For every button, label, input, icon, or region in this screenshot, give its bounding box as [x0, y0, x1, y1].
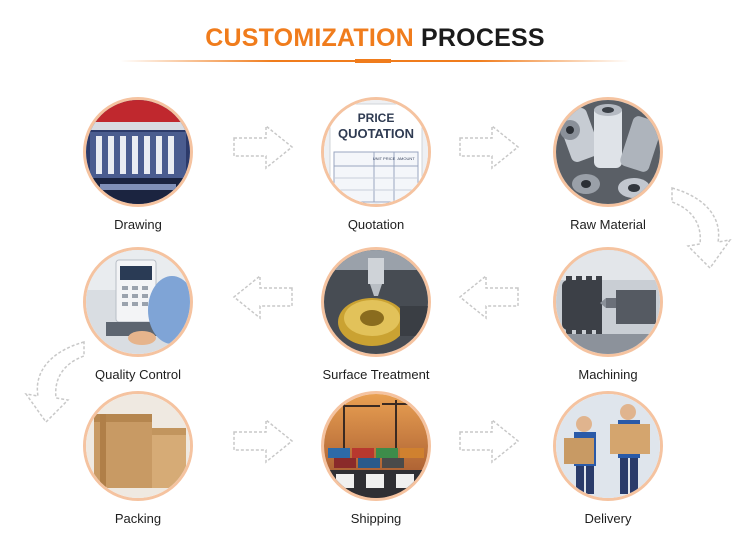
- step-label: Shipping: [350, 511, 402, 526]
- step-label: Raw Material: [570, 217, 646, 232]
- arrow-left-icon: [232, 274, 293, 320]
- machining-image: [553, 247, 663, 357]
- arrow-right-icon: [459, 124, 520, 170]
- step-label: Machining: [578, 367, 638, 382]
- step-surface-treatment: Surface Treatment: [306, 247, 446, 382]
- arrow-right-icon: [459, 418, 520, 464]
- page-title: CUSTOMIZATION PROCESS: [0, 24, 750, 53]
- step-label: Drawing: [114, 217, 162, 232]
- shipping-image: [321, 391, 431, 501]
- arrow-left-icon: [458, 274, 519, 320]
- quotation-col2: AMOUNT: [397, 156, 415, 161]
- curved-arrow-down-icon: [24, 341, 85, 424]
- title-rest: PROCESS: [421, 24, 545, 52]
- arrow-right-icon: [233, 418, 294, 464]
- raw-material-image: [553, 97, 663, 207]
- quotation-col1: UNIT PRICE: [373, 156, 396, 161]
- step-quotation: PRICE QUOTATION UNIT PRICE AMOUNT Quotat…: [306, 97, 446, 232]
- step-quality-control: Quality Control: [68, 247, 208, 382]
- step-drawing: Drawing: [68, 97, 208, 232]
- quotation-line2: QUOTATION: [338, 126, 414, 141]
- step-label: Quotation: [347, 217, 405, 232]
- step-label: Quality Control: [95, 367, 181, 382]
- title-accent: CUSTOMIZATION: [205, 24, 414, 52]
- delivery-image: [553, 391, 663, 501]
- quality-control-image: [83, 247, 193, 357]
- drawing-image: [83, 97, 193, 207]
- quotation-image: PRICE QUOTATION UNIT PRICE AMOUNT: [321, 97, 431, 207]
- curved-arrow-down-icon: [671, 187, 732, 270]
- packing-image: [83, 391, 193, 501]
- arrow-right-icon: [233, 124, 294, 170]
- step-label: Packing: [114, 511, 162, 526]
- surface-treatment-image: [321, 247, 431, 357]
- title-divider-marker: [355, 59, 391, 63]
- step-machining: Machining: [538, 247, 678, 382]
- step-label: Surface Treatment: [322, 367, 430, 382]
- step-raw-material: Raw Material: [538, 97, 678, 232]
- step-shipping: Shipping: [306, 391, 446, 526]
- step-packing: Packing: [68, 391, 208, 526]
- quotation-line1: PRICE: [358, 111, 395, 125]
- step-delivery: Delivery: [538, 391, 678, 526]
- step-label: Delivery: [584, 511, 632, 526]
